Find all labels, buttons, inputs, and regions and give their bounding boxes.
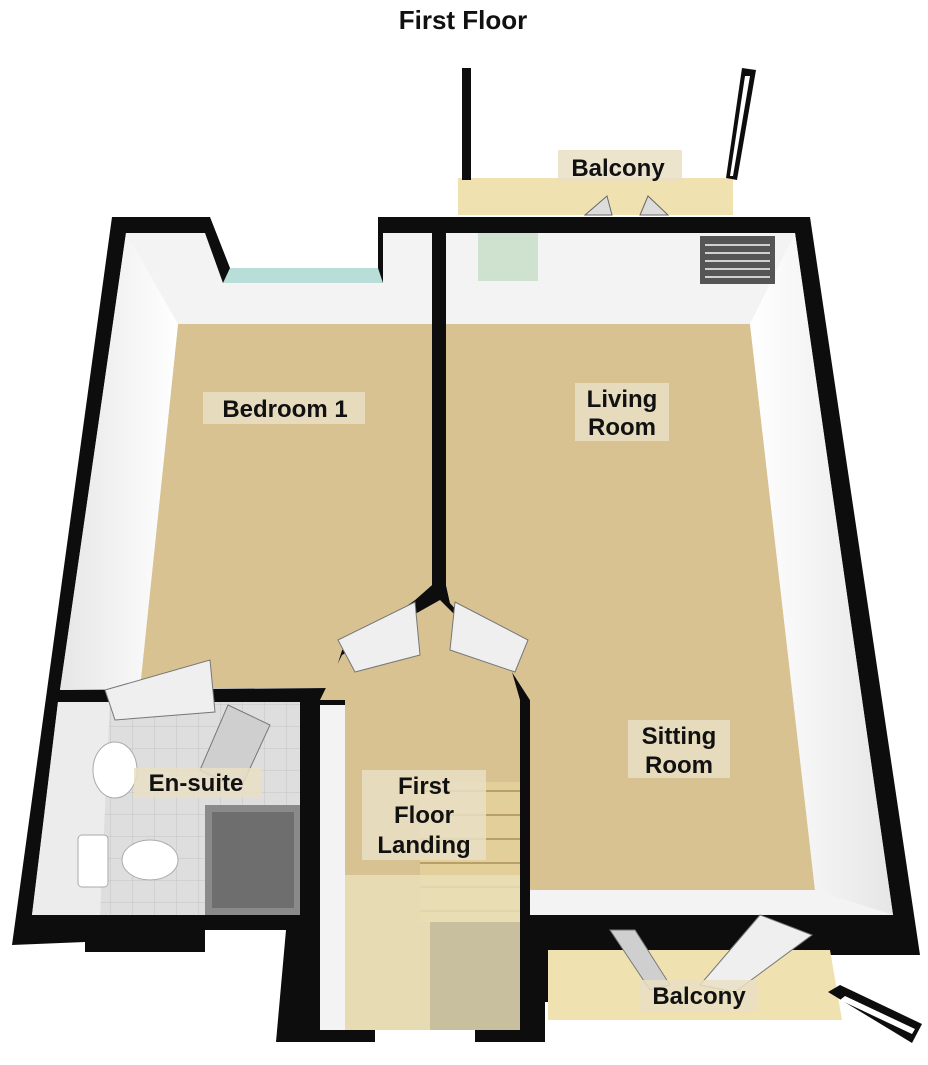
label-first-floor-landing: First Floor Landing	[362, 770, 486, 860]
svg-text:First: First	[398, 773, 450, 800]
svg-text:Balcony: Balcony	[571, 155, 665, 182]
label-sitting-room: Sitting Room	[628, 720, 730, 779]
label-living-room: Living Room	[575, 383, 669, 441]
svg-text:Bedroom 1: Bedroom 1	[222, 396, 347, 423]
plan-title: First Floor	[399, 5, 528, 35]
svg-text:Balcony: Balcony	[652, 983, 746, 1010]
toilet-icon	[121, 839, 179, 881]
balcony-top	[458, 68, 756, 216]
label-balcony-bottom: Balcony	[640, 980, 758, 1012]
label-balcony-top: Balcony	[558, 150, 682, 182]
sink-icon	[92, 741, 138, 799]
label-bedroom-1: Bedroom 1	[203, 392, 365, 424]
svg-text:Sitting: Sitting	[642, 723, 717, 750]
svg-text:En-suite: En-suite	[149, 770, 244, 797]
svg-text:Floor: Floor	[394, 802, 454, 829]
dividing-wall	[432, 225, 446, 600]
label-ensuite: En-suite	[134, 768, 262, 798]
svg-text:Room: Room	[645, 752, 713, 779]
svg-text:Living: Living	[587, 386, 658, 413]
svg-text:Landing: Landing	[377, 832, 470, 859]
svg-text:Room: Room	[588, 414, 656, 441]
